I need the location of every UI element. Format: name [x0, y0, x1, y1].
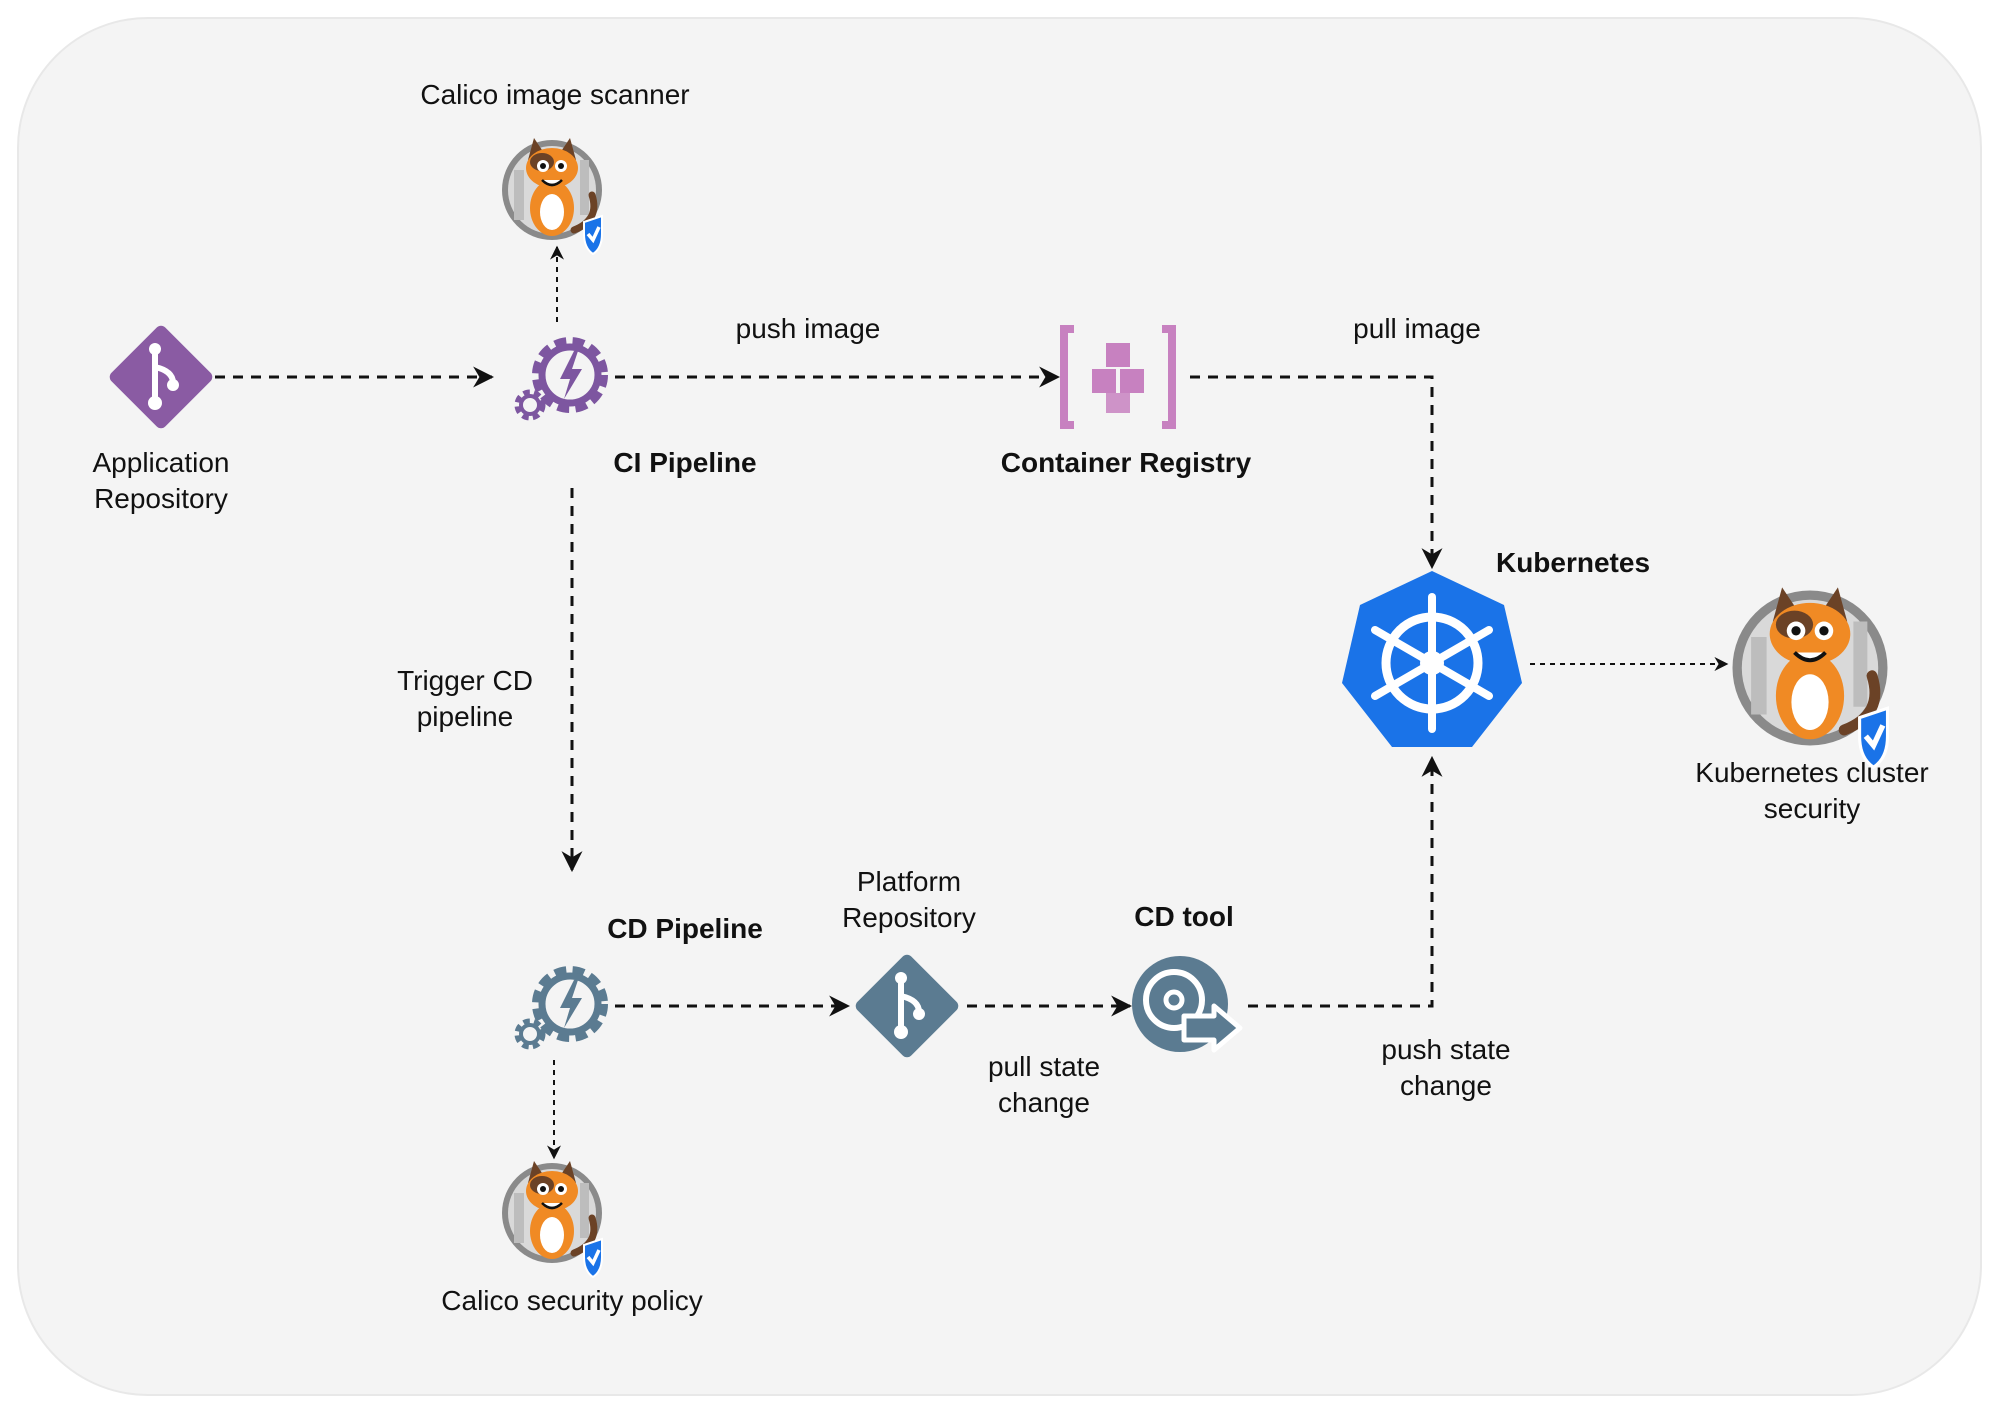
edge-registry-to-k8s: [1190, 375, 1443, 570]
edge-cdtool-to-k8s: [1248, 755, 1443, 1008]
label-line: push state: [1381, 1034, 1511, 1065]
label-line: Kubernetes cluster: [1695, 757, 1929, 788]
label-line: pipeline: [416, 701, 514, 732]
label-line: security: [1763, 793, 1861, 824]
label-line: Application: [92, 447, 230, 478]
node-label-app-repo: Application Repository: [93, 445, 230, 517]
label-line: Platform: [856, 866, 962, 897]
edge-label-trigger-cd: Trigger CD pipeline: [397, 663, 533, 735]
background-panel: [17, 17, 1982, 1396]
node-label-cd-pipeline: CD Pipeline: [607, 913, 763, 944]
node-label-kubernetes: Kubernetes: [1495, 547, 1651, 578]
node-label-container-registry: Container Registry: [1000, 447, 1252, 478]
label-line: change: [1400, 1070, 1492, 1101]
edge-label-pull-state: pull state change: [988, 1049, 1100, 1121]
node-label-ci-pipeline: CI Pipeline: [613, 447, 757, 478]
registry-cubes-icon: [1060, 325, 1176, 429]
edges: [215, 245, 1729, 1160]
node-label-image-scanner: Calico image scanner: [420, 79, 690, 110]
node-label-cd-tool: CD tool: [1134, 901, 1234, 932]
label-line: pull state: [987, 1051, 1101, 1082]
cd-sync-icon: [1132, 956, 1243, 1053]
label-line: Trigger CD: [397, 665, 533, 696]
node-label-platform-repo: Platform Repository: [842, 864, 976, 936]
node-label-k8s-security: Kubernetes cluster security: [1695, 755, 1928, 827]
label-line: Repository: [842, 902, 976, 933]
label-line: Repository: [94, 483, 228, 514]
label-line: change: [998, 1087, 1090, 1118]
edge-label-pull-image: pull image: [1353, 313, 1481, 344]
kubernetes-helm-icon: [1342, 571, 1522, 747]
node-label-security-policy: Calico security policy: [441, 1285, 703, 1316]
edge-label-push-state: push state change: [1381, 1032, 1510, 1104]
edge-label-push-image: push image: [735, 313, 881, 344]
